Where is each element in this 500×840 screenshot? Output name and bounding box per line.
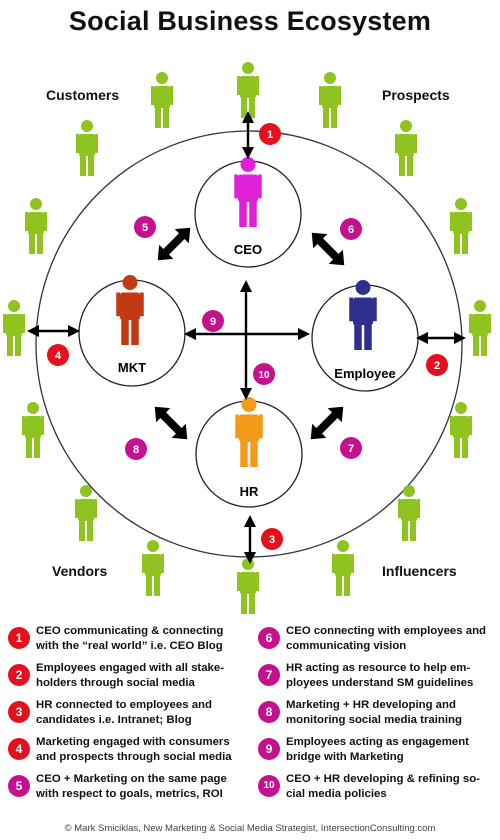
customers-label: Customers — [46, 87, 120, 103]
badge-7: 7 — [340, 437, 362, 459]
person-icon — [75, 485, 97, 541]
person-icon — [237, 62, 259, 118]
vendors-label: Vendors — [52, 563, 108, 579]
person-icon — [332, 540, 354, 596]
person-icon — [22, 402, 44, 458]
ceo-label: CEO — [234, 242, 262, 257]
badge-3: 3 — [261, 528, 283, 550]
svg-text:6: 6 — [348, 224, 354, 236]
badge-10: 10 — [253, 363, 275, 385]
legend-number: 4 — [8, 738, 30, 760]
legend-item-8: 8 Marketing + HR developing and monitori… — [258, 698, 494, 738]
legend-text: CEO communicating & connecting with the … — [36, 625, 224, 652]
person-icon — [319, 72, 341, 128]
person-icon — [142, 540, 164, 596]
prospects-label: Prospects — [382, 87, 450, 103]
legend-item-6: 6 CEO connecting with employees and comm… — [258, 624, 494, 664]
svg-text:3: 3 — [269, 534, 275, 546]
person-icon — [469, 300, 491, 356]
svg-text:5: 5 — [142, 222, 148, 234]
legend-item-10: 10 CEO + HR developing & refining so-cia… — [258, 772, 494, 812]
badge-6: 6 — [340, 218, 362, 240]
arrow-mkt-hr — [154, 406, 188, 440]
legend-number: 9 — [258, 738, 280, 760]
legend-number: 5 — [8, 775, 30, 797]
badge-1: 1 — [259, 123, 281, 145]
legend-item-7: 7 HR acting as resource to help em-ploye… — [258, 661, 494, 701]
arrow-employee-hr — [310, 406, 344, 440]
svg-text:9: 9 — [210, 316, 216, 328]
person-icon — [76, 120, 98, 176]
page-title: Social Business Ecosystem — [68, 6, 432, 36]
employee-label: Employee — [334, 366, 395, 381]
legend-text: Marketing + HR developing and monitoring… — [286, 699, 462, 726]
legend-text: CEO connecting with employees and commun… — [286, 625, 487, 652]
person-icon — [237, 558, 259, 614]
legend-item-3: 3 HR connected to employees and candidat… — [8, 698, 244, 738]
svg-text:2: 2 — [434, 360, 440, 372]
legend-number: 7 — [258, 664, 280, 686]
badge-9: 9 — [202, 310, 224, 332]
legend-text: Employees acting as engagement bridge wi… — [286, 736, 469, 763]
legend-text: CEO + Marketing on the same page with re… — [36, 773, 227, 800]
legend-text: CEO + HR developing & refining so-cial m… — [286, 773, 480, 800]
legend-item-2: 2 Employees engaged with all stake-holde… — [8, 661, 244, 701]
svg-text:4: 4 — [55, 350, 62, 362]
badge-4: 4 — [47, 344, 69, 366]
person-icon — [3, 300, 25, 356]
person-icon — [25, 198, 47, 254]
person-icon — [450, 402, 472, 458]
person-icon — [395, 120, 417, 176]
legend-number: 1 — [8, 627, 30, 649]
legend-number: 10 — [258, 775, 280, 797]
legend-text: HR connected to employees and candidates… — [36, 699, 212, 726]
legend-text: Marketing engaged with consumers and pro… — [36, 736, 232, 763]
legend-text: HR acting as resource to help em-ployees… — [286, 662, 474, 689]
svg-text:1: 1 — [267, 129, 273, 141]
legend-item-4: 4 Marketing engaged with consumers and p… — [8, 735, 244, 775]
legend-number: 6 — [258, 627, 280, 649]
legend-item-5: 5 CEO + Marketing on the same page with … — [8, 772, 244, 812]
arrow-ceo-employee — [311, 232, 345, 266]
person-icon — [151, 72, 173, 128]
svg-text:8: 8 — [133, 444, 139, 456]
person-icon — [450, 198, 472, 254]
svg-text:10: 10 — [258, 370, 270, 381]
legend-text: Employees engaged with all stake-holders… — [36, 662, 225, 689]
footer-credit: © Mark Smiciklas, New Marketing & Social… — [64, 823, 436, 834]
legend-number: 8 — [258, 701, 280, 723]
legend-number: 3 — [8, 701, 30, 723]
badge-8: 8 — [125, 438, 147, 460]
diagonal-arrows — [154, 227, 345, 440]
influencers-label: Influencers — [382, 563, 457, 579]
legend-item-9: 9 Employees acting as engagement bridge … — [258, 735, 494, 775]
badge-5: 5 — [134, 216, 156, 238]
ecosystem-diagram: CEO MKT Employee HR 1 2 3 4 5 6 7 8 9 10 — [3, 62, 491, 614]
badge-2: 2 — [426, 354, 448, 376]
legend-item-1: 1 CEO communicating & connecting with th… — [8, 624, 244, 664]
svg-text:7: 7 — [348, 443, 354, 455]
mkt-label: MKT — [118, 360, 146, 375]
legend-number: 2 — [8, 664, 30, 686]
hr-label: HR — [240, 484, 259, 499]
thin-arrows — [27, 111, 466, 564]
arrow-ceo-mkt — [157, 227, 191, 261]
